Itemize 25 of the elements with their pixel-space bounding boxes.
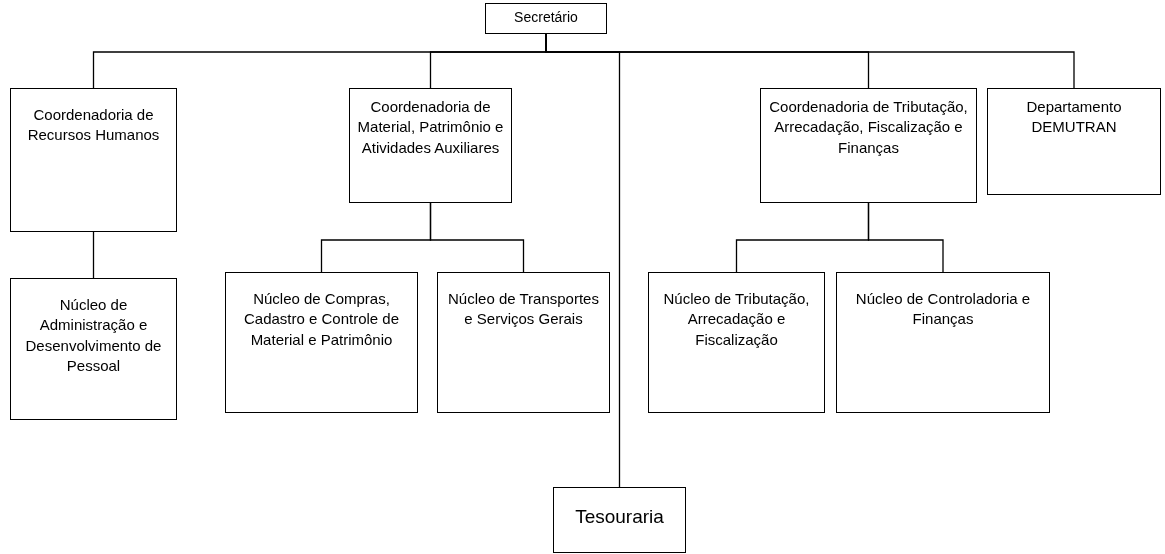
org-box [10, 278, 177, 420]
org-box [836, 272, 1050, 413]
org-box [437, 272, 610, 413]
box-label: Tesouraria [575, 505, 664, 529]
org-box [648, 272, 825, 413]
box-label: Núcleo de Transportes e Serviços Gerais [447, 289, 600, 330]
connector-line [429, 202, 525, 273]
box-label: Núcleo de Tributação, Arrecadação e Fiscalização [662, 289, 811, 350]
org-box [485, 3, 607, 34]
org-box [553, 487, 686, 553]
box-label: Núcleo de Compras, Cadastro e Controle de Material e Patrimônio [242, 289, 401, 350]
org-box [10, 88, 177, 232]
org-box [349, 88, 512, 203]
box-label: Departamento DEMUTRAN [1025, 97, 1123, 138]
box-label: Coordenadoria de Tributação, Arrecadação, Fiscalização e Finanças [768, 97, 969, 158]
box-label: Coordenadoria de Material, Patrimônio e Atividades Auxiliares [356, 97, 505, 158]
org-box [760, 88, 977, 203]
box-label: Coordenadoria de Recursos Humanos [26, 105, 161, 146]
connector-line [867, 202, 944, 273]
box-label: Núcleo de Controladoria e Finanças [854, 289, 1032, 330]
box-label: Secretário [514, 8, 578, 27]
org-box [225, 272, 418, 413]
org-box [987, 88, 1161, 195]
box-label: Núcleo de Administração e Desenvolvimento de Pessoal [24, 295, 163, 376]
connector-line [92, 231, 95, 279]
